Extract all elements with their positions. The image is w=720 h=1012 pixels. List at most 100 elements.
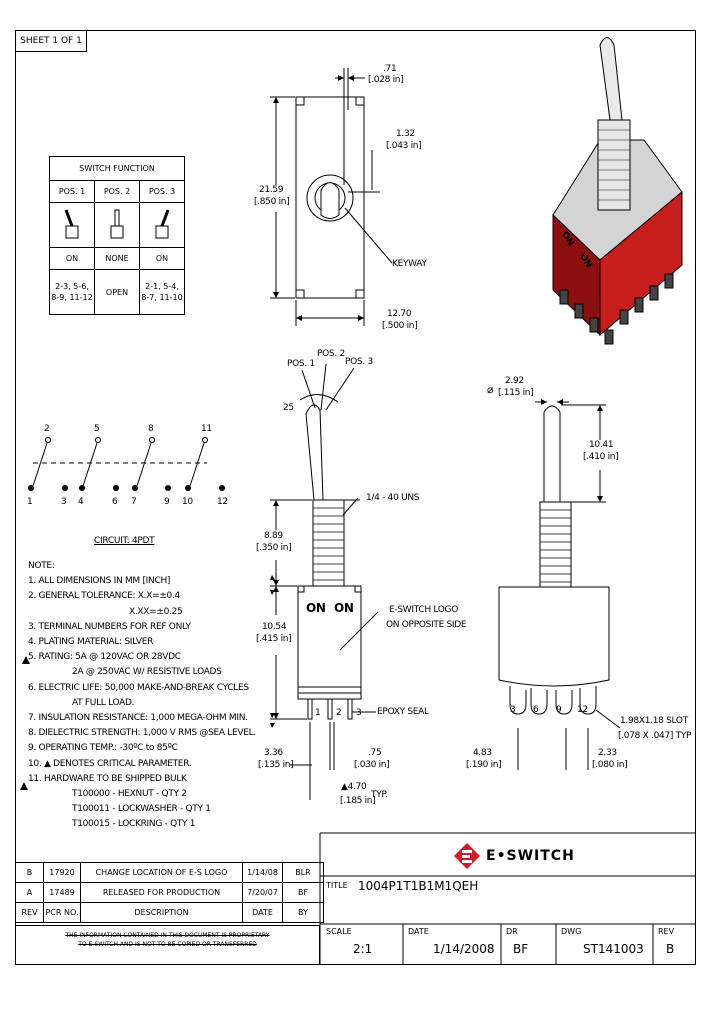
dim-label: 8.89 bbox=[264, 531, 283, 541]
note-line: 5. RATING: 5A @ 120VAC OR 28VDC bbox=[28, 652, 181, 663]
dim-label: 1.32 bbox=[396, 129, 415, 139]
dim-label: 12.70 bbox=[387, 309, 412, 319]
note-line: T100015 - LOCKRING - QTY 1 bbox=[72, 819, 196, 830]
drawn-by-value: BF bbox=[513, 942, 529, 956]
circuit-bottom-label: 9 bbox=[164, 497, 170, 507]
disclaimer-line: THE INFORMATION CONTAINED IN THIS DOCUME… bbox=[65, 932, 270, 939]
pos-label: POS. 1 bbox=[287, 359, 315, 369]
on-marking: ON bbox=[306, 601, 326, 615]
diameter-icon: ⌀ bbox=[487, 383, 494, 396]
note-line: 10. ▲ DENOTES CRITICAL PARAMETER. bbox=[28, 758, 192, 769]
top-view-body bbox=[295, 96, 365, 299]
dim-label: [.135 in] bbox=[258, 760, 294, 770]
note-line: 2. GENERAL TOLERANCE: X.X=±0.4 bbox=[28, 591, 180, 602]
iso-switch-illustration bbox=[552, 37, 683, 345]
dim-label: 21.59 bbox=[259, 185, 284, 195]
disclaimer-box: THE INFORMATION CONTAINED IN THIS DOCUME… bbox=[15, 925, 320, 965]
circuit-bottom-label: 4 bbox=[78, 497, 84, 507]
pin-label: 3 bbox=[356, 708, 362, 718]
note-line: AT FULL LOAD. bbox=[72, 697, 135, 708]
note-line: 7. INSULATION RESISTANCE: 1,000 MEGA-OHM… bbox=[28, 713, 248, 724]
pin-label: 1 bbox=[315, 708, 321, 718]
typ-label: TYP. bbox=[371, 790, 388, 800]
circuit-bottom-label: 12 bbox=[217, 497, 228, 507]
pos3-icon bbox=[139, 202, 185, 248]
note-line: 1. ALL DIMENSIONS IN MM [INCH] bbox=[28, 576, 171, 587]
drawn-by-label: DR bbox=[506, 927, 518, 936]
dim-label: 10.41 bbox=[589, 440, 614, 450]
rev-label: REV bbox=[658, 927, 675, 936]
dim-label: [.028 in] bbox=[368, 75, 404, 85]
circuit-bottom-label: 10 bbox=[182, 497, 193, 507]
dim-label: [.185 in] bbox=[340, 796, 376, 806]
angle-label: 25 bbox=[283, 403, 294, 413]
circuit-top-label: 11 bbox=[201, 424, 212, 434]
note-line: X.XX=±0.25 bbox=[129, 606, 183, 617]
dwg-value: ST141003 bbox=[583, 942, 644, 956]
on-marking: ON bbox=[334, 601, 354, 615]
terminal-label: 6 bbox=[533, 705, 539, 715]
dwg-label: DWG bbox=[561, 927, 582, 936]
terminal-label: 9 bbox=[556, 705, 562, 715]
dim-label: [.043 in] bbox=[386, 141, 422, 151]
terminal-label: 12 bbox=[577, 705, 588, 715]
revision-table: B 17920 CHANGE LOCATION OF E-S LOGO 1/14… bbox=[15, 862, 324, 923]
pos1-terminals: 2-3, 5-6, 8-9, 11-12 bbox=[49, 269, 95, 315]
pin-label: 2 bbox=[336, 708, 342, 718]
scale-value: 2:1 bbox=[353, 942, 373, 956]
dim-label: [.030 in] bbox=[354, 760, 390, 770]
dim-label: .75 bbox=[368, 748, 382, 758]
note-line: NOTE: bbox=[28, 561, 55, 571]
note-line: T100000 - HEXNUT - QTY 2 bbox=[72, 789, 187, 800]
keyway-label: KEYWAY bbox=[392, 259, 427, 269]
circuit-top-label: 5 bbox=[94, 424, 100, 434]
terminal-label: 3 bbox=[510, 705, 516, 715]
epoxy-label: EPOXY SEAL bbox=[377, 707, 429, 717]
switch-function-title: SWITCH FUNCTION bbox=[49, 156, 185, 181]
dim-label: [.080 in] bbox=[592, 760, 628, 770]
circuit-bottom-label: 1 bbox=[27, 497, 33, 507]
thread-label: 1/4 - 40 UNS bbox=[366, 493, 420, 503]
dim-label: .71 bbox=[383, 64, 397, 74]
sheet-number: SHEET 1 OF 1 bbox=[15, 30, 87, 52]
pos-label: POS. 3 bbox=[345, 357, 373, 367]
note-line: 11. HARDWARE TO BE SHIPPED BULK bbox=[28, 773, 187, 784]
dim-label: 10.54 bbox=[262, 622, 287, 632]
note-line: 9. OPERATING TEMP.: -30ºC to 85ºC bbox=[28, 743, 178, 754]
rev-value: B bbox=[666, 942, 675, 956]
circuit-top-label: 2 bbox=[44, 424, 50, 434]
table-header-row: REV PCR NO. DESCRIPTION DATE BY bbox=[15, 902, 324, 923]
dim-label: 2.92 bbox=[505, 376, 524, 386]
pos3-state: ON bbox=[139, 247, 185, 270]
disclaimer-line: TO E-SWITCH AND IS NOT TO BE COPIED OR T… bbox=[78, 941, 257, 948]
eswitch-logo bbox=[453, 842, 481, 874]
drawing-border bbox=[15, 30, 696, 965]
date-value: 1/14/2008 bbox=[433, 942, 495, 956]
note-line: 3. TERMINAL NUMBERS FOR REF ONLY bbox=[28, 621, 191, 632]
circuit-bottom-label: 3 bbox=[61, 497, 67, 507]
dim-label: [.350 in] bbox=[256, 543, 292, 553]
notes-block: NOTE: 1. ALL DIMENSIONS IN MM [INCH] 2. … bbox=[28, 559, 256, 833]
dim-label: [.410 in] bbox=[583, 452, 619, 462]
slot-label: 1.98X1.18 SLOT bbox=[620, 716, 688, 726]
date-label: DATE bbox=[408, 927, 429, 936]
note-line: 8. DIELECTRIC STRENGTH: 1,000 V RMS @SEA… bbox=[28, 728, 256, 739]
dim-label: ▲4.70 bbox=[341, 782, 367, 792]
pos3-header: POS. 3 bbox=[139, 180, 185, 203]
dim-label: [.500 in] bbox=[382, 321, 418, 331]
title-label: TITLE bbox=[326, 881, 348, 890]
dim-label: 4.83 bbox=[473, 748, 492, 758]
brand-name: E•SWITCH bbox=[486, 848, 575, 864]
eswitch-logo-icon bbox=[454, 843, 480, 869]
dim-label: 3.36 bbox=[264, 748, 283, 758]
note-line: T100011 - LOCKWASHER - QTY 1 bbox=[72, 804, 211, 815]
circuit-top-label: 8 bbox=[148, 424, 154, 434]
circuit-bottom-label: 6 bbox=[112, 497, 118, 507]
table-row: B 17920 CHANGE LOCATION OF E-S LOGO 1/14… bbox=[15, 862, 324, 883]
dim-label: [.415 in] bbox=[256, 634, 292, 644]
circuit-title: CIRCUIT: 4PDT bbox=[94, 536, 155, 546]
dim-label: [.115 in] bbox=[498, 388, 534, 398]
note-line: 6. ELECTRIC LIFE: 50,000 MAKE-AND-BREAK … bbox=[28, 682, 249, 693]
logo-note: E-SWITCH LOGO bbox=[389, 605, 459, 615]
scale-label: SCALE bbox=[326, 927, 352, 936]
